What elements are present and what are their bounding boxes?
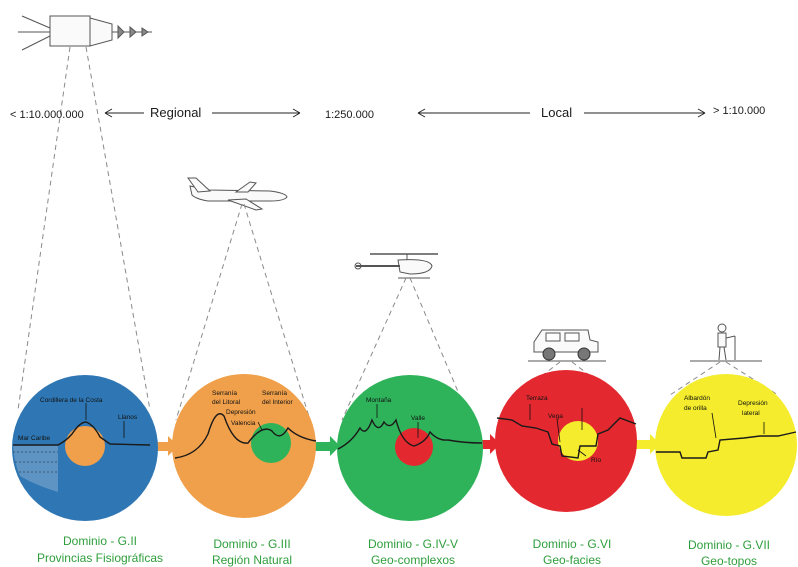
domain-circle-g3: Serranía del Litoral Serranía del Interi…	[172, 374, 317, 518]
label-de-orilla: de orilla	[684, 405, 707, 412]
caption-title-g4-5: Dominio - G.IV-V	[368, 537, 458, 551]
caption-subtitle-g3: Región Natural	[212, 553, 292, 567]
domain-circle-g7: Albardón de orilla Depresión lateral	[655, 374, 797, 516]
label-terraza: Terraza	[526, 395, 548, 402]
domain-captions: Dominio - G.II Provincias Fisiográficas …	[37, 534, 770, 567]
label-valencia: Valencia	[231, 420, 256, 427]
label-del-litoral: del Litoral	[212, 399, 241, 406]
caption-title-g3: Dominio - G.III	[213, 537, 290, 551]
label-montana: Montaña	[366, 397, 392, 404]
label-cordillera: Cordillera de la Costa	[40, 397, 103, 404]
airplane-icon	[187, 177, 288, 211]
range-label-regional: Regional	[150, 105, 201, 120]
label-rio: Río	[591, 457, 602, 464]
local-range-arrow	[417, 108, 706, 118]
caption-title-g2: Dominio - G.II	[63, 534, 137, 548]
caption-subtitle-g2: Provincias Fisiográficas	[37, 551, 163, 565]
caption-subtitle-g7: Geo-topos	[701, 554, 757, 567]
scale-label-left: < 1:10.000.000	[10, 109, 84, 121]
range-label-local: Local	[541, 105, 572, 120]
domain-circle-g4-5: Montaña Valle	[337, 375, 483, 521]
scale-label-right: > 1:10.000	[713, 105, 765, 117]
surveyor-icon	[690, 323, 762, 362]
label-mar-caribe: Mar Caribe	[18, 435, 51, 442]
helicopter-icon	[354, 253, 438, 279]
caption-title-g6: Dominio - G.VI	[533, 537, 612, 551]
label-serrania-1: Serranía	[212, 390, 237, 397]
caption-subtitle-g6: Geo-facies	[543, 553, 601, 567]
label-llanos: Llanos	[118, 414, 138, 421]
regional-range-arrow	[104, 108, 301, 118]
satellite-icon	[18, 15, 152, 51]
scale-label-middle: 1:250.000	[325, 109, 374, 121]
label-depresion: Depresión	[226, 409, 256, 416]
label-albardon: Albardón	[684, 395, 710, 402]
label-del-interior: del Interior	[262, 399, 294, 406]
label-serrania-2: Serranía	[262, 390, 287, 397]
domain-circle-g6: Terraza Vega Río	[495, 370, 637, 512]
label-depresion-lateral-1: Depresión	[738, 400, 768, 407]
label-depresion-lateral-2: lateral	[742, 410, 760, 417]
jeep-icon	[528, 329, 606, 362]
label-valle: Valle	[411, 415, 425, 422]
view-cones	[17, 46, 779, 421]
domain-circle-g2: Cordillera de la Costa Mar Caribe Llanos	[12, 375, 158, 521]
caption-title-g7: Dominio - G.VII	[688, 538, 770, 552]
caption-subtitle-g4-5: Geo-complexos	[371, 553, 455, 567]
label-vega: Vega	[548, 413, 563, 420]
